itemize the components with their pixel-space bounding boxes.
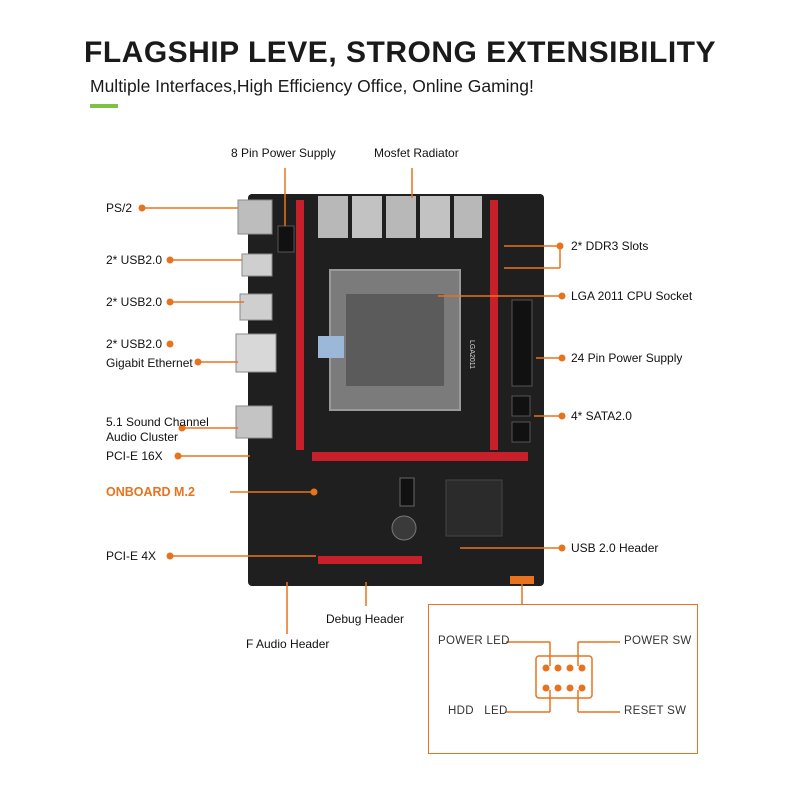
- pin-label-power-led: POWER LED: [438, 635, 510, 647]
- label-cpu-socket: LGA 2011 CPU Socket: [571, 289, 693, 303]
- label-ddr3: 2* DDR3 Slots: [571, 239, 649, 253]
- m2-slot: [399, 477, 415, 507]
- label-usb-3: 2* USB2.0: [106, 337, 163, 351]
- mosfet-heatsinks: [318, 196, 482, 238]
- pcie4-slot: [318, 556, 422, 564]
- pin-label-hdd-led: HDD LED: [448, 705, 508, 717]
- ps2-port: [237, 199, 273, 235]
- label-usb-2: 2* USB2.0: [106, 295, 163, 309]
- callout-dots: [138, 204, 566, 560]
- cpu-label-sticker: [318, 336, 344, 358]
- label-debug: Debug Header: [326, 612, 405, 626]
- cpu-socket-plate: [346, 294, 444, 386]
- twenty-four-pin-connector: [511, 299, 533, 387]
- ddr3-slot-left: [296, 200, 304, 450]
- label-audio-line1: 5.1 Sound Channel: [106, 415, 209, 429]
- page-subtitle: Multiple Interfaces,High Efficiency Offi…: [90, 76, 534, 96]
- label-24pin: 24 Pin Power Supply: [571, 351, 683, 365]
- front-panel-header: [510, 576, 534, 584]
- callout-lines: [142, 168, 562, 634]
- sata-port-b: [511, 421, 531, 443]
- accent-bar: [90, 104, 118, 108]
- label-sata: 4* SATA2.0: [571, 409, 632, 423]
- pin-label-reset-sw: RESET SW: [624, 705, 687, 717]
- label-ethernet: Gigabit Ethernet: [106, 356, 193, 370]
- label-f-audio: F Audio Header: [246, 637, 330, 651]
- label-audio-line2: Audio Cluster: [106, 430, 179, 444]
- usb-port-top: [241, 253, 273, 277]
- socket-model-text: LGA2011: [468, 340, 475, 369]
- eight-pin-connector: [277, 225, 295, 253]
- label-m2: ONBOARD M.2: [106, 485, 195, 499]
- pin-label-power-sw: POWER SW: [624, 635, 692, 647]
- label-usb-header: USB 2.0 Header: [571, 541, 659, 555]
- chipset-heatsink: [445, 479, 503, 537]
- front-panel-pinout: [506, 641, 620, 713]
- sata-port-a: [511, 395, 531, 417]
- label-pcie4: PCI-E 4X: [106, 549, 157, 563]
- label-usb-1: 2* USB2.0: [106, 253, 163, 267]
- front-panel-pinout-box: [428, 604, 698, 754]
- pinout-pins: [542, 664, 586, 692]
- ethernet-port: [235, 333, 277, 373]
- label-pcie16: PCI-E 16X: [106, 449, 163, 463]
- ddr3-slot-right: [490, 200, 498, 450]
- label-ps2: PS/2: [106, 201, 133, 215]
- audio-jacks: [235, 405, 273, 439]
- usb-port-mid: [239, 293, 273, 321]
- cmos-battery: [391, 515, 417, 541]
- pcie16-slot: [312, 452, 528, 461]
- label-mosfet-radiator: Mosfet Radiator: [374, 146, 459, 160]
- page-title: FLAGSHIP LEVE, STRONG EXTENSIBILITY: [84, 36, 717, 69]
- label-8pin-power: 8 Pin Power Supply: [231, 146, 336, 160]
